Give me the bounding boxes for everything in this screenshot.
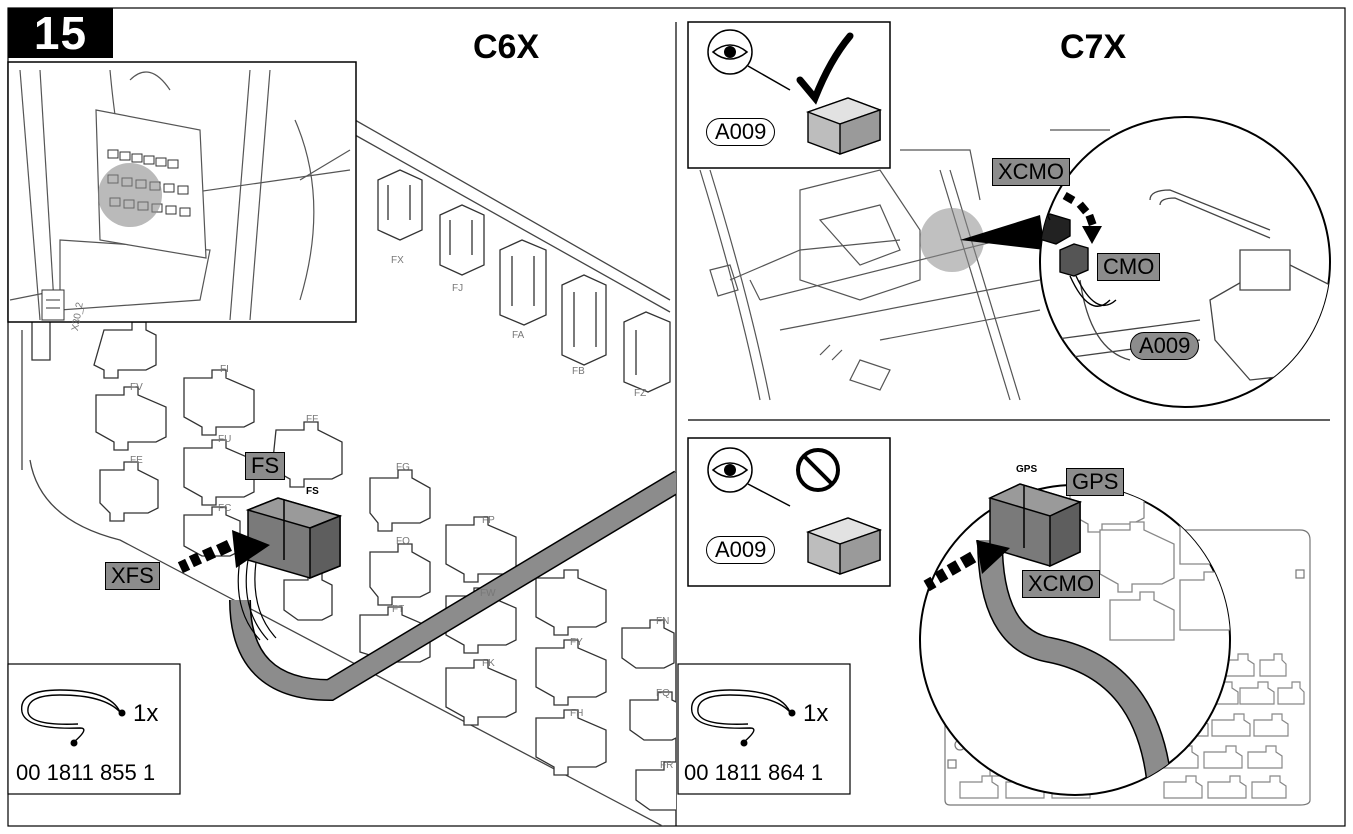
fs-fuse-tag: FS <box>245 452 286 480</box>
fuse-label-fn: FN <box>656 616 670 627</box>
gps-connector <box>987 483 1083 568</box>
focus-area-indicator <box>920 208 984 272</box>
curved-arrow <box>1062 192 1102 244</box>
c6x-quantity: 1x <box>133 700 159 727</box>
fuse-label-fz: FZ <box>634 388 647 399</box>
cmo-tag: CMO <box>1097 253 1161 281</box>
fuse-label-fy: FY <box>570 637 583 648</box>
fuse-label-fb: FB <box>572 366 585 377</box>
fuse-label-fc: FC <box>218 503 232 514</box>
fs-socket-label: FS <box>306 486 319 497</box>
a009-check-label: A009 <box>706 118 776 146</box>
c6x-part-box <box>7 663 181 795</box>
fuse-label-fx: FX <box>391 255 404 266</box>
a009-check-label-bottom: A009 <box>706 536 776 564</box>
c7x-part-box <box>677 663 851 795</box>
gps-socket-label: GPS <box>1016 464 1038 475</box>
fuse-label-fu: FU <box>218 434 232 445</box>
module-image <box>805 97 883 155</box>
xcmo-tag-bottom: XCMO <box>1022 570 1100 598</box>
insert-arrow <box>177 530 270 574</box>
fuse-label-fw: FW <box>480 588 496 599</box>
fuse-label-fr: FR <box>660 760 674 771</box>
fuse-label-fq: FQ <box>656 688 670 699</box>
frame <box>7 7 1346 827</box>
fuse-label-fj: FJ <box>452 283 464 294</box>
fuse-sockets-lower <box>31 319 676 811</box>
fuse-label-fg: FG <box>396 462 410 473</box>
c7x-quantity: 1x <box>803 700 829 727</box>
fuse-sockets-upper <box>377 169 671 393</box>
fuse-label-fv: FV <box>130 382 143 393</box>
c7x-bottom-zoom-circle <box>919 483 1231 796</box>
fuse-label-fo: FO <box>396 536 410 547</box>
c6x-part-number: 00 1811 855 1 <box>16 760 156 785</box>
insert-arrow-bottom <box>923 540 1010 592</box>
c6x-overview-inset <box>7 61 357 323</box>
fuse-label-fi: FI <box>220 364 229 375</box>
xcmo-tag-top: XCMO <box>992 158 1070 186</box>
c6x-fuse-board <box>21 119 676 826</box>
eye-check-icon <box>707 29 854 105</box>
callout-pointer <box>960 215 1045 250</box>
fuse-label-fp: FP <box>482 515 495 526</box>
gps-tag: GPS <box>1066 468 1125 496</box>
c6x-title: C6X <box>473 28 540 66</box>
fuse-label-ft: FT <box>392 604 405 615</box>
fuse-label-ff: FF <box>306 414 319 425</box>
c7x-bottom-board <box>944 529 1311 806</box>
fuse-label-fk: FK <box>482 658 495 669</box>
eye-prohibited-icon <box>707 447 840 507</box>
c7x-part-number: 00 1811 864 1 <box>684 760 824 785</box>
c7x-title: C7X <box>1060 28 1127 66</box>
a009-module-pill: A009 <box>1130 332 1200 360</box>
xfs-connector <box>245 497 343 580</box>
check-box-top <box>687 21 891 169</box>
xfs-connector-tag: XFS <box>105 562 160 590</box>
fuse-label-fe: FE <box>130 455 143 466</box>
c7x-zoom-circle <box>1039 116 1331 408</box>
fuse-label-fa: FA <box>512 330 525 341</box>
step-number-badge: 15 <box>8 8 113 58</box>
check-box-bottom <box>687 437 891 587</box>
fuse-label-fh: FH <box>570 708 584 719</box>
